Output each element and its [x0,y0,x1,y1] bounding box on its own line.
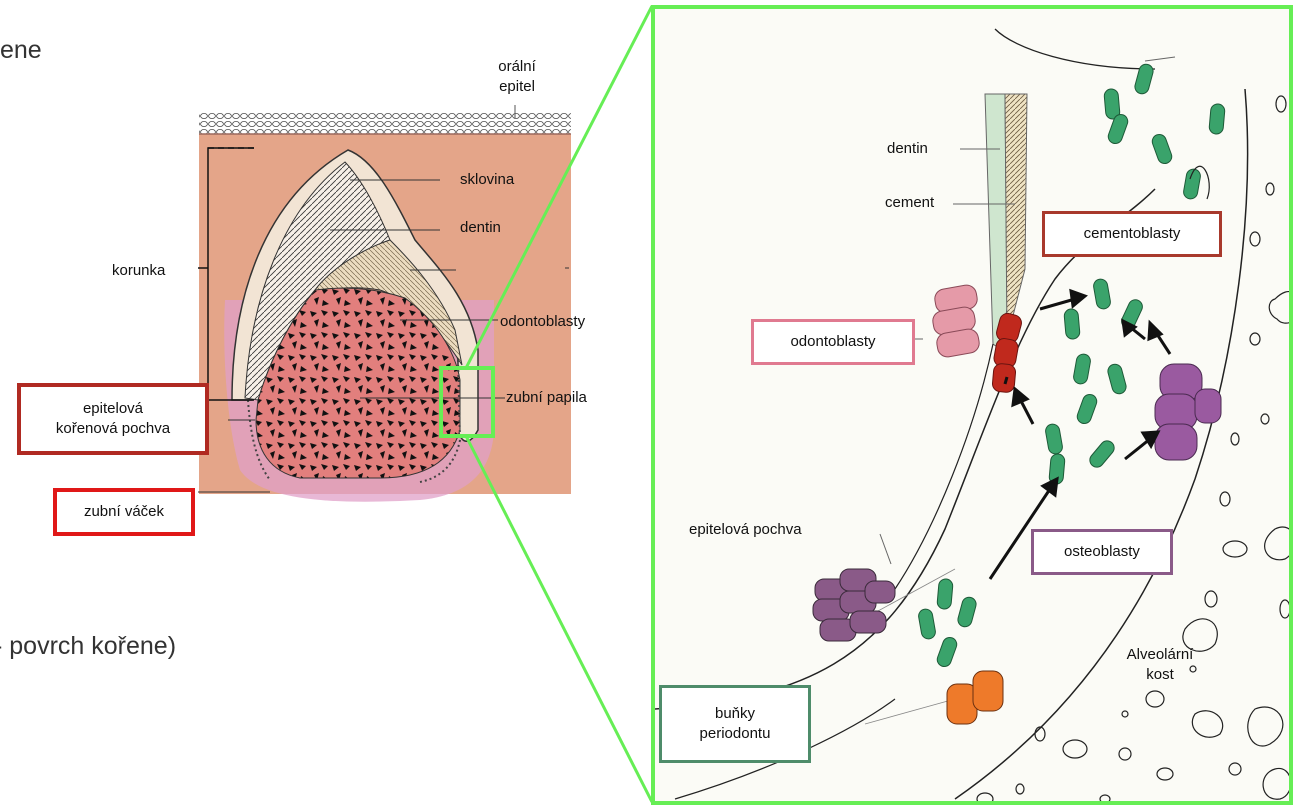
box-periodontal-cells: buňky periodontu [659,685,811,763]
dentin-strip [985,94,1007,349]
label-cement: cement [885,193,934,213]
box-epithelial-root-sheath: epitelová kořenová pochva [17,383,209,455]
label-alveolar-bone: Alveolární kost [1125,645,1195,685]
label-dentin-right: dentin [887,139,928,159]
zoom-panel: dentin cement cementoblasty odontoblasty… [651,5,1293,805]
epithelial-sheath-cells [813,569,895,641]
odontoblast-cells [931,284,981,359]
label-dental-papilla: zubní papila [506,388,587,408]
osteoblast-cells [1155,364,1221,460]
orange-cells [947,671,1003,724]
box-cementoblasts: cementoblasty [1042,211,1222,257]
box-odontoblasts-right: odontoblasty [751,319,915,365]
label-oral-epithelium: orální epitel [497,57,537,97]
cement-strip [1005,94,1027,339]
box-dental-follicle: zubní váček [53,488,195,536]
box-osteoblasts: osteoblasty [1031,529,1173,575]
label-epithelial-sheath: epitelová pochva [689,520,802,540]
label-dentin-left: dentin [460,218,501,238]
label-odontoblasts-left: odontoblasty [500,312,585,332]
label-crown: korunka [112,261,165,281]
label-enamel: sklovina [460,170,514,190]
